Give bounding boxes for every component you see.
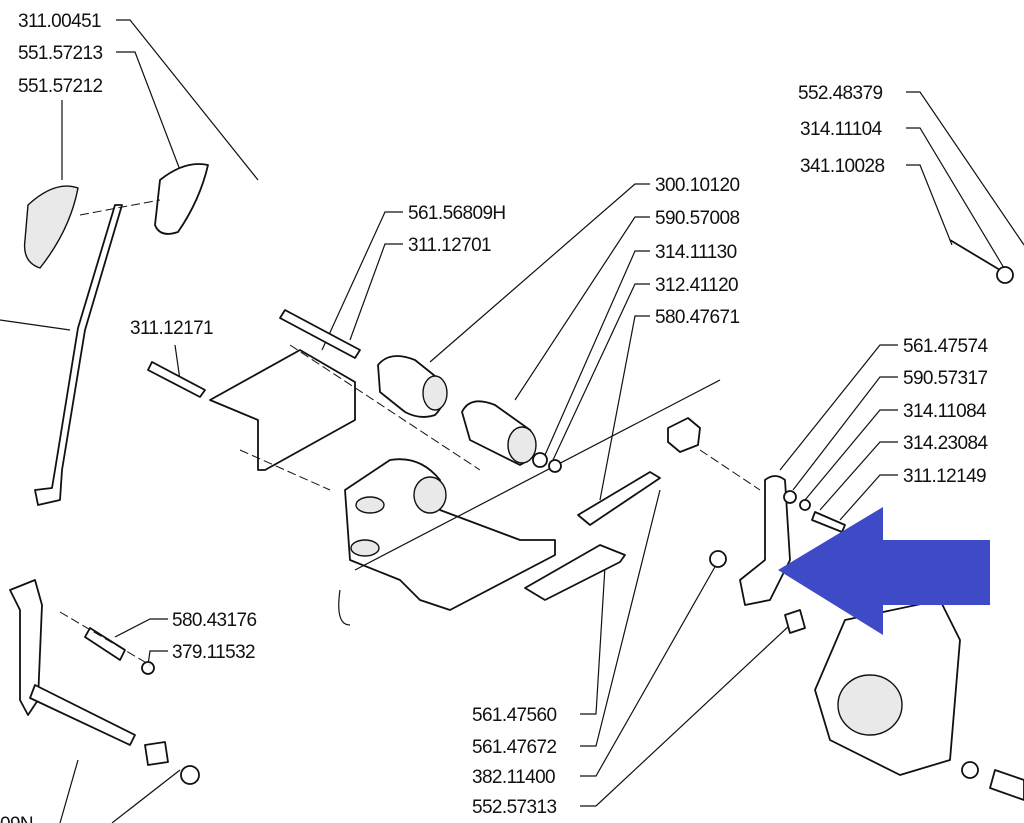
pedal-pad-part	[23, 185, 79, 269]
label-551-57213: 551.57213	[18, 43, 102, 64]
label-311-12171: 311.12171	[130, 318, 213, 339]
label-341-10028: 341.10028	[800, 156, 884, 177]
label-314-11104: 314.11104	[800, 119, 883, 140]
left-bracket-part	[9, 579, 43, 716]
label-314-23084: 314.23084	[903, 433, 988, 454]
label-300-10120: 300.10120	[655, 175, 739, 196]
label-552-48379: 552.48379	[798, 83, 882, 104]
label-312-41120: 312.41120	[655, 275, 738, 296]
bolt-part	[279, 309, 361, 359]
left-arrow-icon	[778, 507, 990, 635]
bracket-body-part	[344, 458, 556, 611]
label-552-57313: 552.57313	[472, 797, 556, 818]
mounting-plate-part	[209, 349, 356, 471]
clamp-part	[667, 417, 701, 453]
label-382-11400: 382.11400	[472, 767, 555, 788]
spring-part	[84, 627, 126, 661]
label-561-47574: 561.47574	[903, 336, 988, 357]
label-314-11130: 314.11130	[655, 242, 737, 263]
bolt-part	[147, 361, 206, 398]
label-590-57008: 590.57008	[655, 208, 739, 229]
label-580-43176: 580.43176	[172, 610, 256, 631]
label-09N-partial: 09N	[0, 814, 33, 823]
label-379-11532: 379.11532	[172, 642, 255, 663]
leader-lines	[0, 19, 1024, 823]
label-314-11084: 314.11084	[903, 401, 987, 422]
label-561-47672: 561.47672	[472, 737, 556, 758]
shaft-part	[29, 684, 136, 746]
label-551-57212: 551.57212	[18, 76, 102, 97]
pedal-lever-part	[34, 204, 123, 506]
label-590-57317: 590.57317	[903, 368, 987, 389]
label-311-12149: 311.12149	[903, 466, 986, 487]
lever-part	[739, 475, 791, 606]
pedal-bracket-part	[154, 163, 209, 235]
label-311-12701: 311.12701	[408, 235, 491, 256]
label-311-00451: 311.00451	[18, 11, 101, 32]
label-561-56809H: 561.56809H	[408, 203, 506, 224]
plate-part	[524, 544, 626, 601]
label-561-47560: 561.47560	[472, 705, 556, 726]
label-580-47671: 580.47671	[655, 307, 739, 328]
parts	[9, 163, 1024, 801]
spring-part	[577, 471, 661, 526]
part-labels: 311.00451 551.57213 551.57212 552.48379 …	[0, 11, 989, 823]
